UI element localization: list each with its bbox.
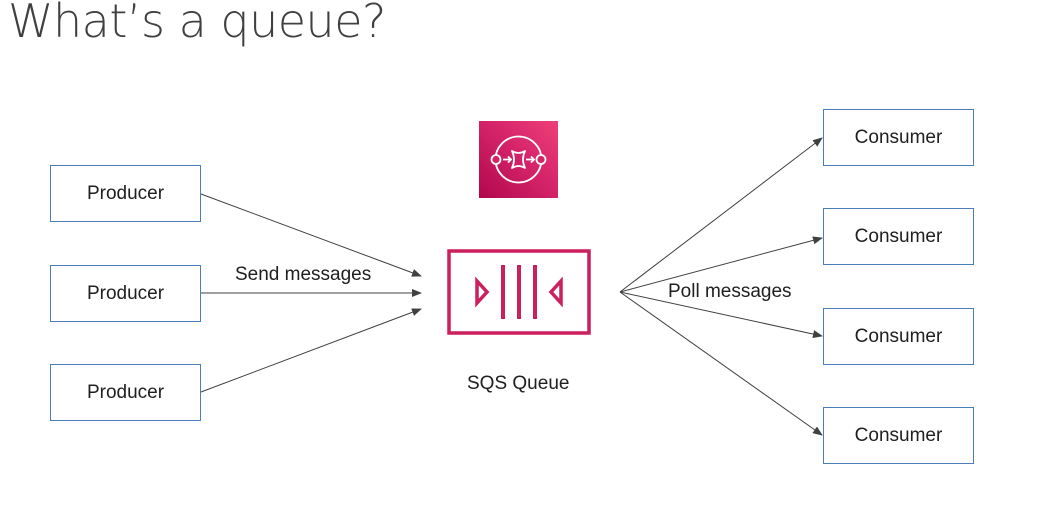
poll-messages-label: Poll messages [668,281,792,302]
poll-arrow-4 [619,291,823,436]
consumer-box-4: Consumer [823,407,974,464]
send-arrow-1 [200,193,422,277]
sqs-service-icon [479,121,558,198]
producer-box-3: Producer [50,364,201,421]
poll-arrow-3 [619,291,823,338]
poll-arrow-2 [619,236,823,293]
producer-box-2: Producer [50,265,201,322]
poll-arrow-1 [619,137,823,293]
consumer-box-3: Consumer [823,308,974,365]
consumer-box-1: Consumer [823,109,974,166]
consumer-box-2: Consumer [823,208,974,265]
slide-title: What’s a queue? [8,0,386,48]
send-arrow-3 [200,308,422,393]
sqs-queue-icon [447,249,591,335]
sqs-queue-label: SQS Queue [467,373,570,394]
send-messages-label: Send messages [235,264,372,285]
producer-box-1: Producer [50,165,201,222]
